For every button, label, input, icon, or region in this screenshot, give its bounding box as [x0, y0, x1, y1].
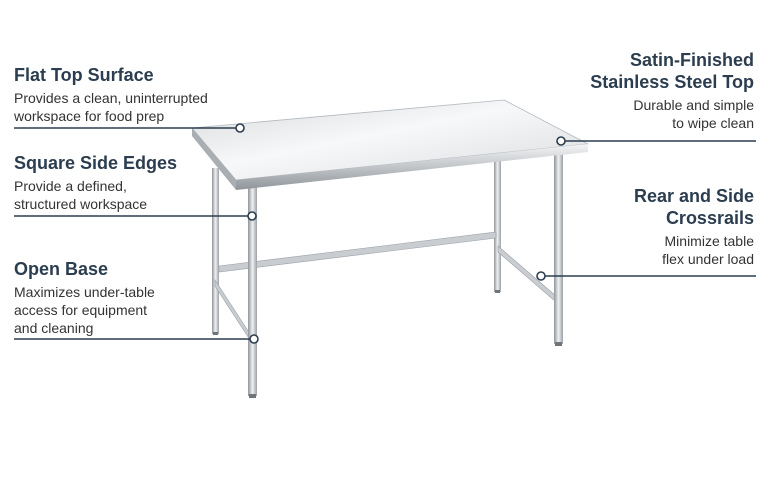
front-right-leg — [554, 152, 563, 344]
callout-square-side-edges: Square Side Edges Provide a defined, str… — [14, 152, 244, 213]
callout-title: Rear and Side Crossrails — [633, 186, 754, 228]
leader-dot-flat-top — [235, 123, 245, 133]
leader-dot-crossrails — [536, 271, 546, 281]
callout-flat-top-surface: Flat Top Surface Provides a clean, unint… — [14, 64, 244, 125]
foot — [213, 332, 218, 335]
foot — [495, 290, 500, 293]
callout-title: Satin-Finished Stainless Steel Top — [590, 50, 754, 92]
front-left-leg — [248, 186, 257, 396]
callout-description: Provides a clean, uninterrupted workspac… — [14, 90, 208, 124]
callout-title: Flat Top Surface — [14, 65, 154, 85]
back-left-leg — [212, 168, 219, 334]
callout-title: Open Base — [14, 259, 109, 279]
leader-dot-open-base — [249, 334, 259, 344]
foot — [555, 342, 562, 346]
foot — [249, 394, 256, 398]
callout-description: Minimize table flex under load — [662, 233, 754, 267]
rear-crossrail — [218, 231, 497, 273]
callout-description: Durable and simple to wipe clean — [633, 97, 754, 131]
callout-description: Maximizes under-table access for equipme… — [14, 284, 155, 336]
back-right-leg — [494, 152, 501, 292]
work-table — [191, 99, 590, 398]
leader-dot-satin-top — [556, 136, 566, 146]
callout-satin-finished-top: Satin-Finished Stainless Steel Top Durab… — [524, 49, 754, 132]
leader-dot-square-edges — [247, 211, 257, 221]
callout-title: Square Side Edges — [14, 153, 178, 173]
table-top-front-edge — [236, 144, 588, 190]
callout-rear-and-side-crossrails: Rear and Side Crossrails Minimize table … — [524, 185, 754, 268]
callout-description: Provide a defined, structured workspace — [14, 178, 148, 212]
table-top-side-edge — [192, 128, 236, 190]
callout-open-base: Open Base Maximizes under-table access f… — [14, 258, 244, 337]
